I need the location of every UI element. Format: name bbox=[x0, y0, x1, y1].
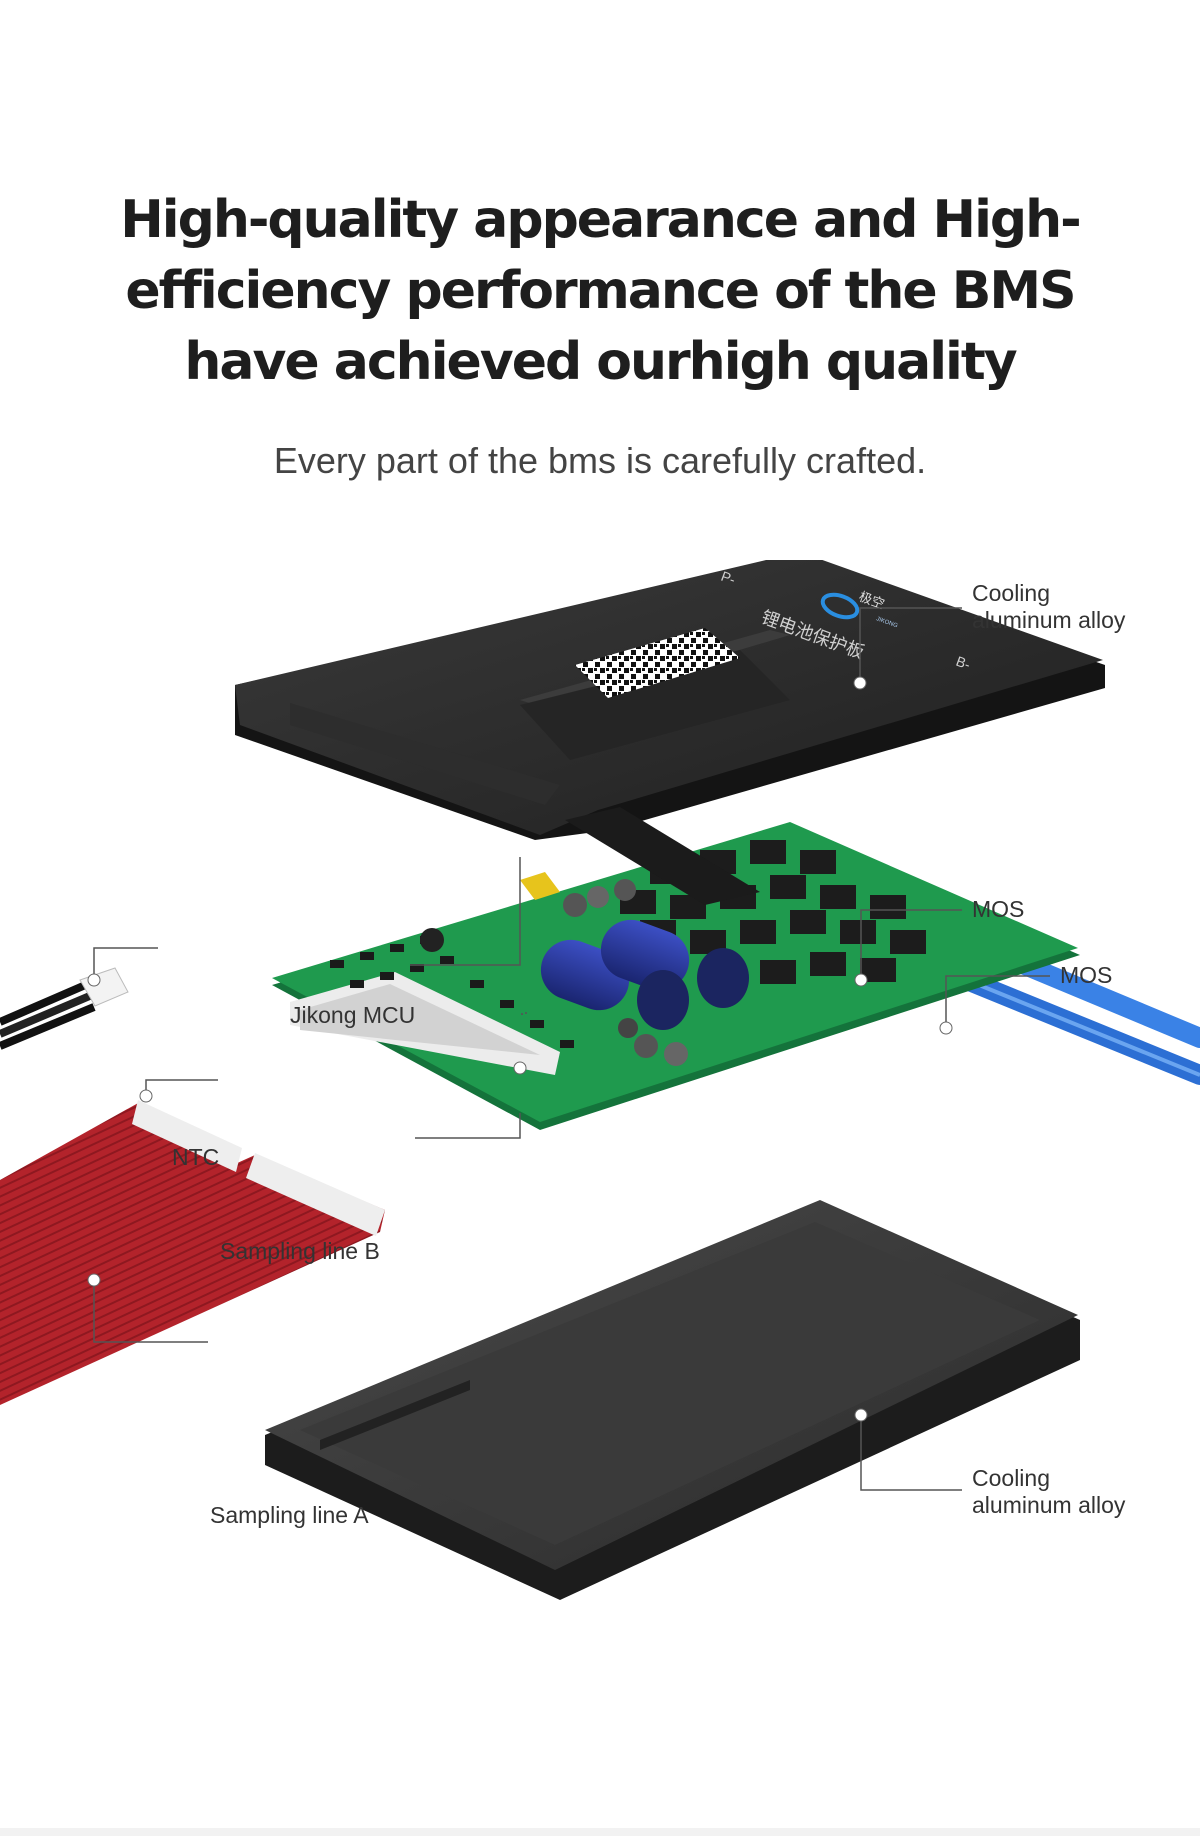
callout-cooling-top: Cooling aluminum alloy bbox=[972, 580, 1126, 633]
pcb-board bbox=[272, 822, 1080, 1130]
callout-ntc: NTC bbox=[172, 1144, 220, 1170]
headline-line-2: efficiency performance of the BMS bbox=[125, 261, 1076, 321]
sampling-line-b-cable bbox=[0, 1100, 242, 1280]
callout-jikong-mcu: Jikong MCU bbox=[290, 1002, 416, 1028]
jikong-mcu-chip bbox=[520, 872, 560, 900]
electrolytic-capacitors bbox=[540, 919, 749, 1030]
ntc-cable bbox=[0, 967, 129, 1050]
cover-p-minus-marking: P- bbox=[719, 568, 738, 588]
callout-sampling-line-a: Sampling line A bbox=[210, 1502, 369, 1528]
headline: High-quality appearance and High- effici… bbox=[0, 185, 1200, 398]
top-cooling-cover bbox=[235, 560, 1105, 905]
callout-sampling-line-b: Sampling line B bbox=[220, 1238, 380, 1264]
headline-line-3: have achieved ourhigh quality bbox=[184, 332, 1017, 392]
bottom-cooling-tray bbox=[265, 1200, 1080, 1600]
callout-mos-1: MOS bbox=[972, 896, 1025, 922]
subtitle: Every part of the bms is carefully craft… bbox=[273, 440, 927, 481]
headline-line-1: High-quality appearance and High- bbox=[120, 190, 1081, 250]
callout-cooling-bottom: Cooling aluminum alloy bbox=[972, 1465, 1126, 1518]
cover-b-minus-marking: B- bbox=[954, 653, 973, 673]
callout-leaders bbox=[93, 607, 1050, 1491]
brand-cloud-logo-icon bbox=[820, 592, 860, 620]
bottom-divider bbox=[0, 1828, 1200, 1836]
exploded-bms-illustration: P- B- 锂电池保护板 极空 JIKONG bbox=[0, 560, 1200, 1600]
callout-mos-2: MOS bbox=[1060, 962, 1113, 988]
